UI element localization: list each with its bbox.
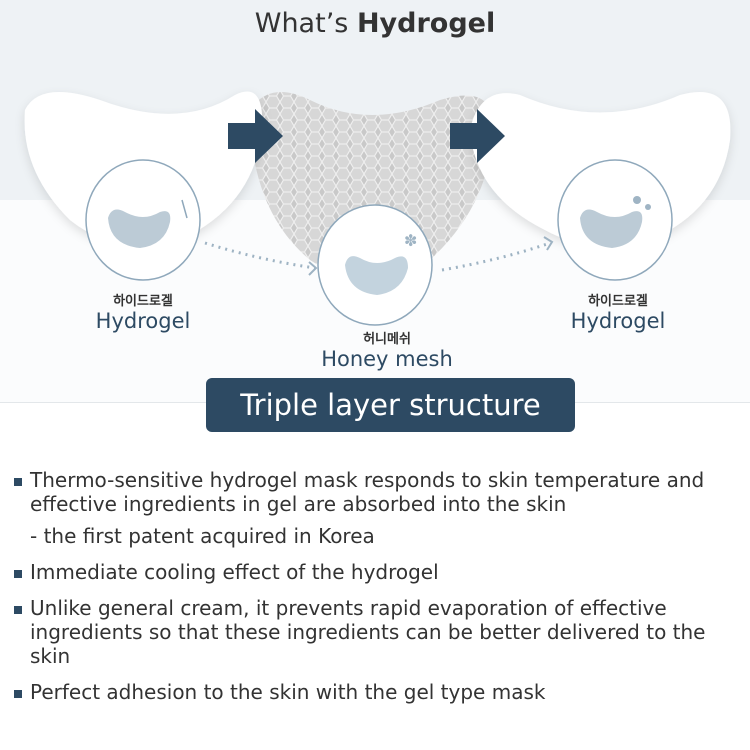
arrow-right-icon — [450, 109, 505, 163]
honey-mesh-patch — [250, 92, 493, 280]
feature-item: Unlike general cream, it prevents rapid … — [14, 596, 744, 668]
layer-diagram: ✽ — [24, 91, 731, 326]
feature-item: Immediate cooling effect of the hydrogel — [14, 560, 744, 584]
honey-mesh-circle: ✽ — [317, 204, 433, 326]
hydrogel-circle-left — [85, 159, 201, 281]
feature-list: Thermo-sensitive hydrogel mask responds … — [14, 468, 744, 716]
bullet-icon — [14, 570, 22, 578]
arrow-right-icon — [228, 109, 283, 163]
page-title: What’s Hydrogel — [254, 8, 496, 39]
dotted-arrow — [204, 241, 316, 270]
feature-item: Perfect adhesion to the skin with the ge… — [14, 680, 744, 704]
bullet-icon — [14, 478, 22, 486]
bullet-icon — [14, 690, 22, 698]
hydrogel-circle-right — [557, 159, 673, 281]
svg-text:✽: ✽ — [404, 231, 417, 250]
dotted-arrow — [441, 241, 551, 272]
bullet-icon — [14, 606, 22, 614]
feature-item: Thermo-sensitive hydrogel mask responds … — [14, 468, 744, 548]
triple-layer-banner: Triple layer structure — [206, 378, 575, 432]
